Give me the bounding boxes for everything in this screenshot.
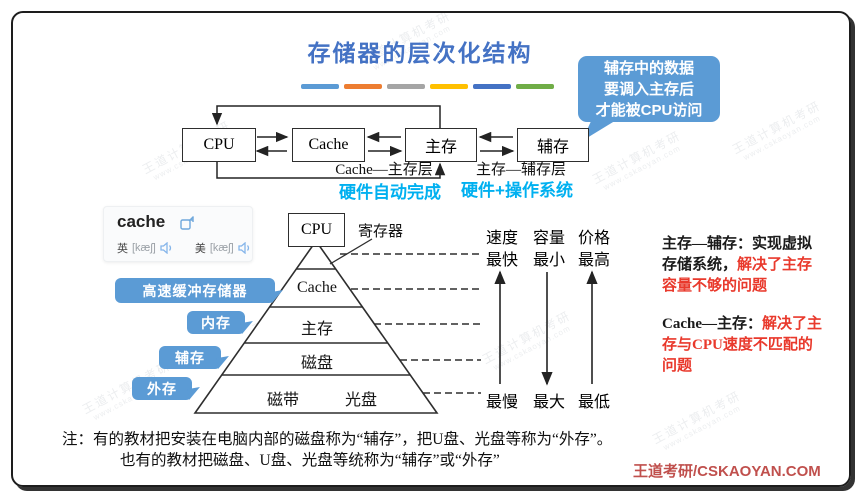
- pyramid-level-disk: 磁盘: [300, 355, 333, 372]
- accent-bar: [430, 84, 468, 89]
- title-accent-bars: [301, 84, 554, 89]
- page-title: 存储器的层次化结构: [307, 40, 533, 66]
- annotation-red-text: 解决了主存容量不够的问题: [662, 257, 813, 294]
- callout-line: 才能被CPU访问: [595, 101, 703, 119]
- metric-header-price: 价格: [577, 230, 610, 247]
- pyramid-level-cache: Cache: [297, 279, 337, 296]
- metric-top-capacity: 最小: [532, 252, 565, 269]
- layer-label-cache-main: Cache—主存层: [335, 162, 433, 178]
- uk-label: 英: [117, 243, 128, 255]
- pyramid-outline: [193, 239, 439, 414]
- dictionary-word: cache: [117, 212, 166, 231]
- layer-note-hardware: 硬件自动完成: [339, 183, 441, 202]
- us-phonetic: [kæʃ]: [209, 242, 234, 254]
- layer-label-main-aux: 主存—辅存层: [475, 162, 566, 178]
- bubble-internal-memory: 内存: [187, 311, 245, 334]
- footnote-line1: 注：有的教材把安装在电脑内部的磁盘称为“辅存”，把U盘、光盘等称为“外存”。: [62, 431, 613, 448]
- accent-bar: [387, 84, 425, 89]
- annotation-main-aux: 主存—辅存：实现虚拟存储系统，解决了主存容量不够的问题: [662, 234, 822, 297]
- metric-bottom-capacity: 最大: [532, 394, 565, 411]
- flow-box-main-memory: 主存: [405, 128, 477, 162]
- flow-box-aux-memory: 辅存: [517, 128, 589, 162]
- layer-note-hardware-os: 硬件+操作系统: [461, 181, 573, 200]
- callout-line: 辅存中的数据: [603, 59, 694, 77]
- annotation-black-text: Cache—主存：: [662, 316, 762, 332]
- metric-header-speed: 速度: [485, 230, 518, 247]
- copy-icon[interactable]: [180, 216, 195, 231]
- bubble-cache-memory: 高速缓冲存储器: [115, 278, 275, 303]
- accent-bar: [301, 84, 339, 89]
- speaker-icon[interactable]: [160, 242, 173, 254]
- speaker-icon[interactable]: [238, 242, 251, 254]
- accent-bar: [473, 84, 511, 89]
- annotation-cache-main: Cache—主存：解决了主存与CPU速度不匹配的问题: [662, 314, 822, 377]
- metric-bottom-speed: 最慢: [485, 394, 518, 411]
- pyramid-level-tape: 磁带: [266, 392, 299, 409]
- callout-bubble: 辅存中的数据 要调入主存后 才能被CPU访问: [578, 56, 720, 122]
- callout-tail: [582, 119, 618, 141]
- metric-header-capacity: 容量: [532, 230, 565, 247]
- accent-bar: [516, 84, 554, 89]
- phonetics-row: 英 [kæʃ] 美 [kæʃ]: [117, 240, 251, 256]
- metric-top-speed: 最快: [485, 252, 518, 269]
- bubble-aux-memory: 辅存: [159, 346, 221, 369]
- brand-watermark: 王道考研/CSKAOYAN.COM: [633, 463, 821, 480]
- annotation-red-text: 解决了主存与CPU速度不匹配的问题: [662, 316, 823, 374]
- register-pointer-line: [329, 238, 373, 265]
- pyramid-level-optical-disc: 光盘: [344, 392, 377, 409]
- accent-bar: [344, 84, 382, 89]
- metric-top-price: 最高: [577, 252, 610, 269]
- metric-bottom-price: 最低: [577, 394, 610, 411]
- callout-line: 要调入主存后: [603, 80, 694, 98]
- register-label: 寄存器: [358, 224, 404, 240]
- footnote-line2: 也有的教材把磁盘、U盘、光盘等统称为“辅存”或“外存”: [120, 452, 500, 469]
- annotation-black-text: 主存—辅存：实现虚拟存储系统，: [662, 236, 813, 273]
- flow-box-cpu: CPU: [182, 128, 256, 162]
- us-label: 美: [194, 243, 206, 255]
- flow-box-cache: Cache: [292, 128, 365, 162]
- uk-phonetic: [kæʃ]: [132, 242, 156, 254]
- dictionary-card: cache 英 [kæʃ] 美 [kæʃ]: [103, 206, 253, 262]
- bubble-external-memory: 外存: [132, 377, 192, 400]
- pyramid-level-main-memory: 主存: [300, 321, 333, 338]
- pyramid-cpu-box: CPU: [288, 213, 345, 247]
